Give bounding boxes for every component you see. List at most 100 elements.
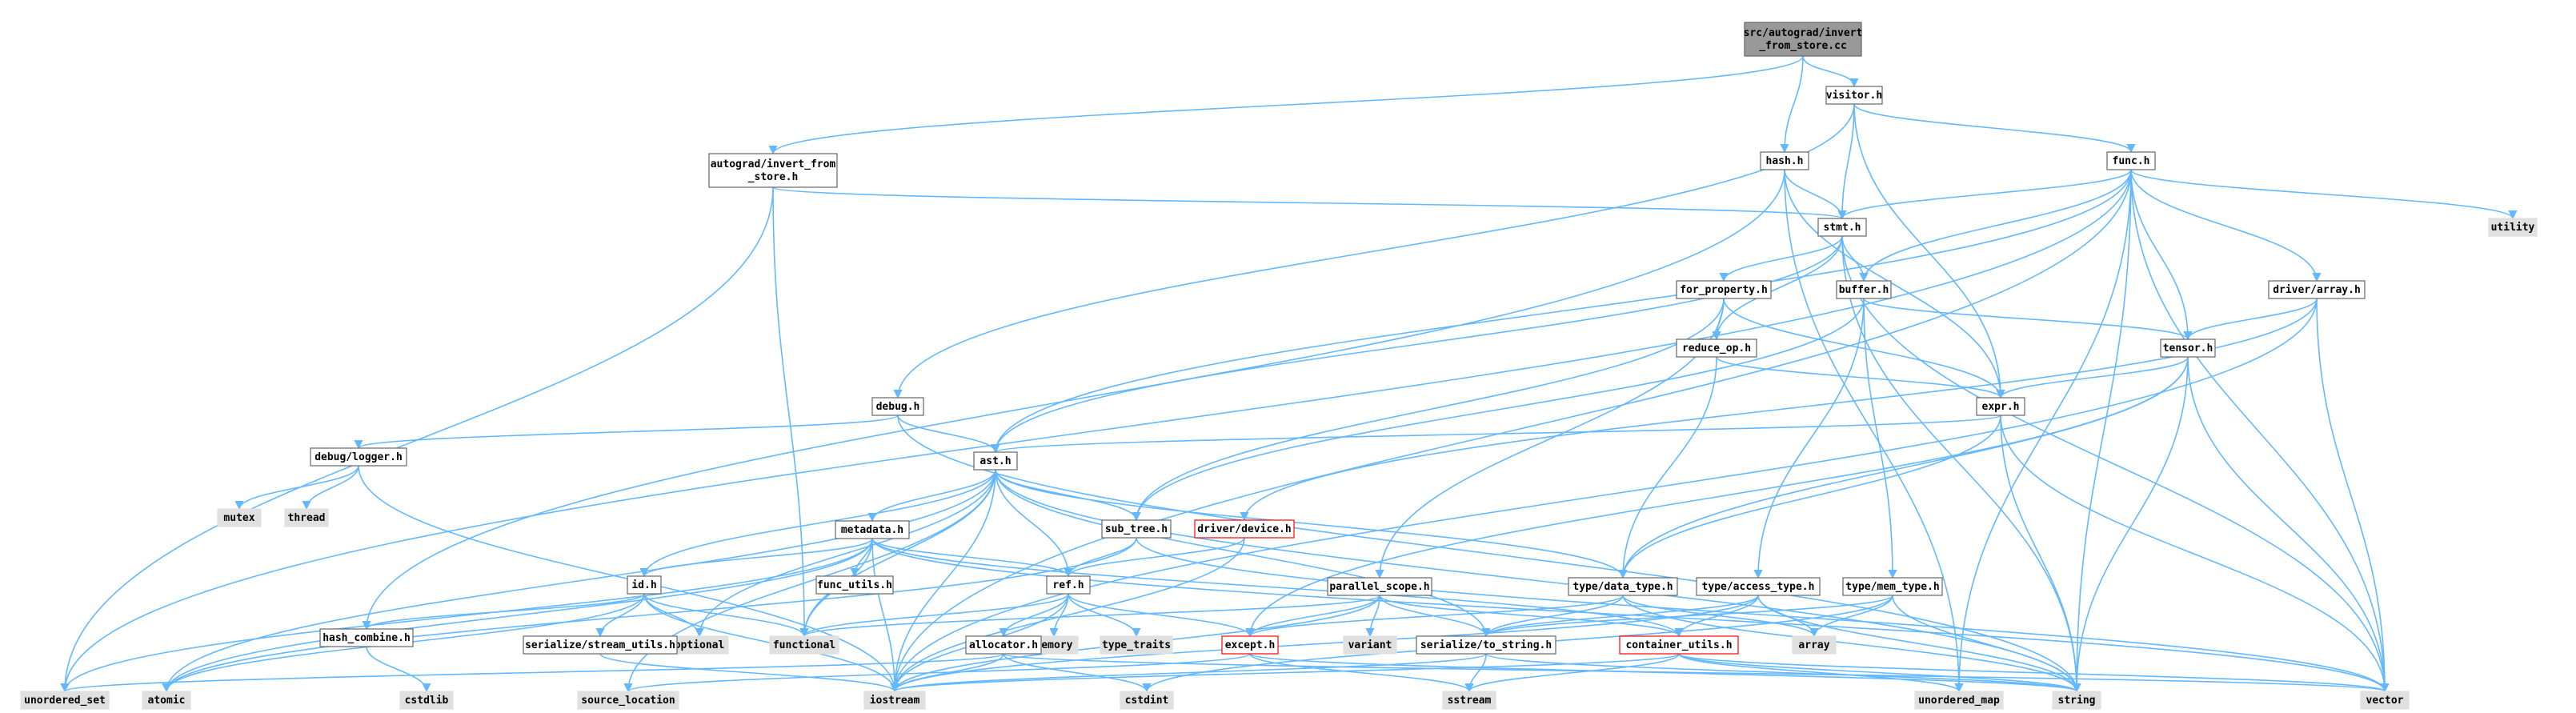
node-box [319, 628, 414, 647]
node-memory: memory [1029, 635, 1079, 655]
node-box [2106, 151, 2156, 170]
edge-metadata-to-ref [871, 538, 1073, 578]
node-label: cstdlib [405, 695, 449, 707]
node-debug[interactable]: debug.h [871, 397, 924, 416]
node-label: atomic [148, 695, 186, 707]
node-metadata[interactable]: metadata.h [835, 520, 910, 539]
node-debug-logger[interactable]: debug/logger.h [310, 447, 407, 467]
edge-ast-to-ref [995, 469, 1073, 578]
node-for-property[interactable]: for_property.h [1676, 280, 1772, 299]
node-array: array [1792, 635, 1837, 655]
node-type-traits: type_traits [1100, 635, 1173, 655]
edge-stmt-to-reduce_op [1712, 235, 1843, 341]
node-type-mem-type[interactable]: type/mem_type.h [1842, 577, 1943, 596]
node-buffer[interactable]: buffer.h [1836, 280, 1892, 299]
node-ref[interactable]: ref.h [1046, 575, 1091, 595]
node-tensor[interactable]: tensor.h [2160, 338, 2216, 358]
node-serialize-stream-utils[interactable]: serialize/stream_utils.h [523, 635, 678, 655]
edge-func-to-stmt [1837, 169, 2132, 220]
edge-driver_array-to-vector [2316, 298, 2390, 693]
node-mutex: mutex [217, 508, 262, 527]
edge-stmt-to-vector [1841, 235, 2390, 693]
edge-ast-to-optional [695, 469, 996, 638]
node-invert[interactable]: autograd/invert_from_store.h [708, 153, 838, 188]
node-sub-tree[interactable]: sub_tree.h [1101, 519, 1172, 539]
edge-tensor-to-type_data_type [1618, 356, 2189, 579]
node-allocator[interactable]: allocator.h [965, 635, 1042, 655]
header-nodes: src/autograd/invert_from_store.ccvisitor… [20, 22, 2538, 710]
edge-allocator-to-cstdint [1003, 653, 1152, 693]
node-box [2268, 280, 2366, 299]
node-visitor[interactable]: visitor.h [1825, 86, 1883, 105]
node-label: serialize/stream_utils.h [525, 639, 675, 651]
edge-func-to-unordered_set [60, 169, 2132, 693]
edge-hash_combine-to-cstdlib [366, 646, 431, 693]
node-label: serialize/to_string.h [1420, 639, 1552, 651]
node-root[interactable]: src/autograd/invert_from_store.cc [1744, 22, 1863, 57]
edge-stmt-to-ast [991, 235, 1843, 454]
node-label: metadata.h [841, 524, 903, 536]
edge-root-to-visitor [1802, 55, 1859, 88]
node-container-utils[interactable]: container_utils.h [1619, 635, 1739, 655]
edge-reduce_op-to-expr [1716, 356, 2005, 399]
edge-type_access_type-to-iostream [890, 595, 1759, 693]
node-driver-device[interactable]: driver/device.h [1194, 519, 1295, 539]
edge-container_utils-to-unordered_map [1678, 653, 1964, 693]
node-label: type/mem_type.h [1845, 581, 1939, 593]
node-box [142, 691, 191, 710]
edge-invert-to-functional [772, 186, 809, 638]
node-box [1760, 151, 1809, 170]
node-id[interactable]: id.h [627, 575, 662, 595]
node-label: unordered_map [1918, 695, 2000, 707]
edge-ast-to-iostream [890, 469, 996, 693]
node-parallel-scope[interactable]: parallel_scope.h [1327, 577, 1432, 596]
node-label: parallel_scope.h [1329, 581, 1429, 593]
edge-metadata-to-atomic [162, 538, 873, 693]
node-label: sub_tree.h [1105, 523, 1168, 535]
node-type-data-type[interactable]: type/data_type.h [1568, 577, 1678, 596]
node-label: func_utils.h [817, 579, 892, 591]
edge-root-to-hash [1780, 55, 1804, 154]
edge-tensor-to-string [2072, 356, 2189, 693]
node-box [284, 508, 329, 527]
node-label: expr.h [1982, 401, 2020, 413]
edge-func-to-iostream [890, 169, 2132, 693]
node-func[interactable]: func.h [2106, 151, 2156, 170]
node-driver-array[interactable]: driver/array.h [2268, 280, 2366, 299]
edge-sub_tree-to-atomic [162, 537, 1137, 693]
edge-sub_tree-to-vector [1136, 537, 2390, 693]
node-box [2488, 218, 2538, 237]
node-func-utils[interactable]: func_utils.h [815, 575, 894, 595]
edge-expr-to-string [2000, 415, 2081, 693]
edge-container_utils-to-sstream [1464, 653, 1680, 693]
edge-type_access_type-to-serialize_to_string [1481, 595, 1759, 638]
edge-driver_array-to-iostream [890, 298, 2318, 693]
node-label: iostream [870, 695, 920, 707]
edge-expr-to-ast [992, 415, 2001, 454]
edge-except-to-string [1249, 653, 2081, 693]
node-label: ast.h [980, 455, 1011, 467]
node-functional: functional [769, 635, 839, 655]
node-box [1696, 577, 1821, 596]
edge-container_utils-to-vector [1678, 653, 2390, 693]
edge-allocator-to-vector [1003, 653, 2389, 693]
node-stmt[interactable]: stmt.h [1817, 218, 1867, 237]
edge-type_mem_type-to-serialize_to_string [1481, 595, 1893, 638]
node-serialize-to-string[interactable]: serialize/to_string.h [1416, 635, 1556, 655]
node-expr[interactable]: expr.h [1976, 397, 2025, 416]
node-reduce-op[interactable]: reduce_op.h [1676, 338, 1757, 358]
node-label: driver/array.h [2273, 284, 2361, 296]
edge-for_property-to-sub_tree [1132, 298, 1725, 522]
edge-debug-to-debug_logger [354, 415, 899, 450]
node-variant: variant [1343, 635, 1397, 655]
node-hash[interactable]: hash.h [1760, 151, 1809, 170]
node-ast[interactable]: ast.h [973, 451, 1018, 471]
edge-stmt-to-for_property [1719, 235, 1843, 282]
edge-type_data_type-to-string [1622, 595, 2081, 693]
node-hash-combine[interactable]: hash_combine.h [319, 628, 414, 647]
node-type-access-type[interactable]: type/access_type.h [1696, 577, 1821, 596]
node-label: array [1798, 639, 1829, 651]
node-except[interactable]: except.h [1221, 635, 1279, 655]
node-box [1744, 22, 1862, 57]
